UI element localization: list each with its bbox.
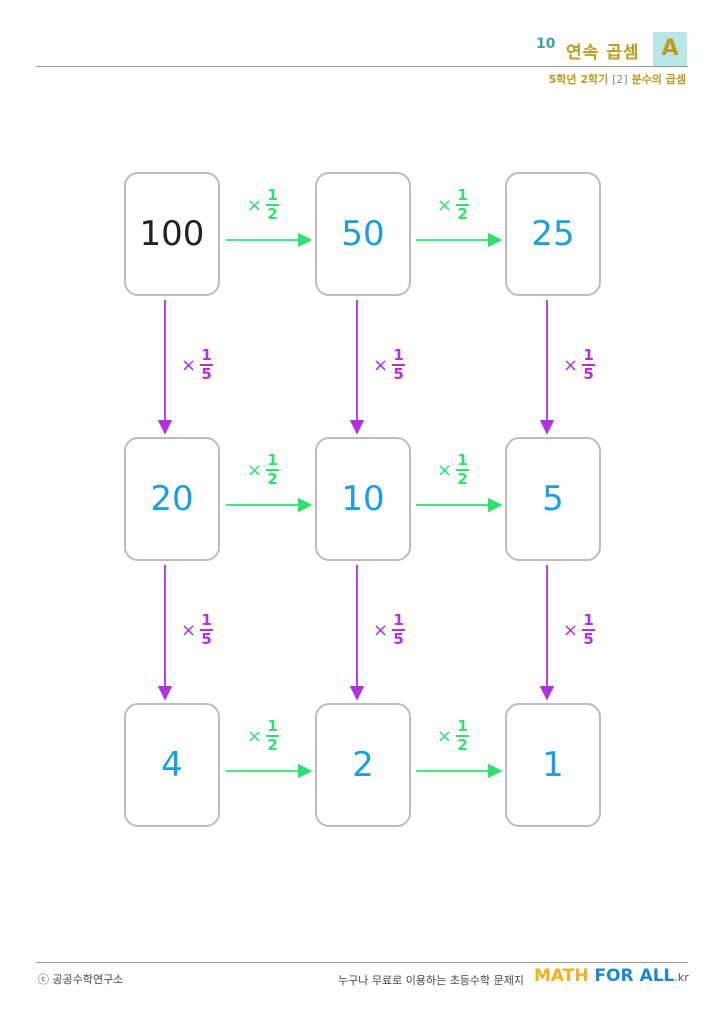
- denominator: 5: [201, 630, 212, 648]
- times-sign: ×: [563, 354, 579, 376]
- number-box: 50: [315, 172, 411, 296]
- numerator: 1: [393, 346, 404, 364]
- times-sign: ×: [247, 725, 263, 747]
- fraction-bar: [200, 364, 214, 366]
- times-sign: ×: [373, 354, 389, 376]
- numerator: 1: [583, 346, 594, 364]
- number-box: 10: [315, 437, 411, 561]
- numerator: 1: [457, 451, 468, 469]
- numerator: 1: [267, 451, 278, 469]
- number-box: 2: [315, 703, 411, 827]
- numerator: 1: [457, 717, 468, 735]
- numerator: 1: [267, 186, 278, 204]
- number-box: 100: [124, 172, 220, 296]
- copyright-text: ⓒ 공공수학연구소: [38, 973, 124, 986]
- denominator: 2: [457, 470, 468, 488]
- denominator: 2: [457, 736, 468, 754]
- fraction-bar: [582, 629, 596, 631]
- times-sign: ×: [437, 459, 453, 481]
- number-box: 25: [505, 172, 601, 296]
- fraction-bar: [582, 364, 596, 366]
- number-box: 20: [124, 437, 220, 561]
- worksheet-number: 10: [536, 36, 556, 52]
- fraction-bar: [392, 629, 406, 631]
- denominator: 5: [393, 365, 404, 383]
- denominator: 2: [267, 205, 278, 223]
- denominator: 5: [393, 630, 404, 648]
- times-sign: ×: [181, 354, 197, 376]
- fraction-bar: [392, 364, 406, 366]
- brand-math: MATH: [534, 966, 589, 986]
- brand-kr: .kr: [674, 971, 689, 984]
- worksheet-subtitle: 5학년 2학기 [2] 분수의 곱셈: [549, 71, 686, 87]
- denominator: 5: [201, 365, 212, 383]
- times-sign: ×: [247, 459, 263, 481]
- numerator: 1: [583, 611, 594, 629]
- numerator: 1: [201, 346, 212, 364]
- times-sign: ×: [247, 194, 263, 216]
- fraction-bar: [266, 204, 280, 206]
- numerator: 1: [201, 611, 212, 629]
- brand-logo: MATH FOR ALL.kr: [534, 966, 689, 986]
- fraction-bar: [266, 735, 280, 737]
- worksheet-title: 연속 곱셈: [566, 43, 640, 63]
- fraction-bar: [456, 735, 470, 737]
- number-box: 5: [505, 437, 601, 561]
- fraction-bar: [456, 204, 470, 206]
- level-badge: A: [653, 32, 687, 66]
- times-sign: ×: [563, 619, 579, 641]
- number-box: 4: [124, 703, 220, 827]
- unit-label: 분수의 곱셈: [631, 73, 686, 86]
- footer-tagline: 누구나 무료로 이용하는 초등수학 문제지: [338, 974, 525, 987]
- denominator: 5: [583, 630, 594, 648]
- fraction-bar: [266, 469, 280, 471]
- fraction-bar: [456, 469, 470, 471]
- numerator: 1: [393, 611, 404, 629]
- numerator: 1: [457, 186, 468, 204]
- header-divider: [36, 66, 688, 67]
- denominator: 5: [583, 365, 594, 383]
- grade-label: 5학년 2학기: [548, 73, 609, 86]
- denominator: 2: [267, 736, 278, 754]
- times-sign: ×: [437, 725, 453, 747]
- denominator: 2: [267, 470, 278, 488]
- numerator: 1: [267, 717, 278, 735]
- chapter-label: [2]: [612, 73, 628, 86]
- number-box: 1: [505, 703, 601, 827]
- times-sign: ×: [181, 619, 197, 641]
- times-sign: ×: [437, 194, 453, 216]
- brand-forall: FOR ALL: [588, 966, 675, 986]
- footer-divider: [36, 962, 688, 963]
- fraction-bar: [200, 629, 214, 631]
- times-sign: ×: [373, 619, 389, 641]
- denominator: 2: [457, 205, 468, 223]
